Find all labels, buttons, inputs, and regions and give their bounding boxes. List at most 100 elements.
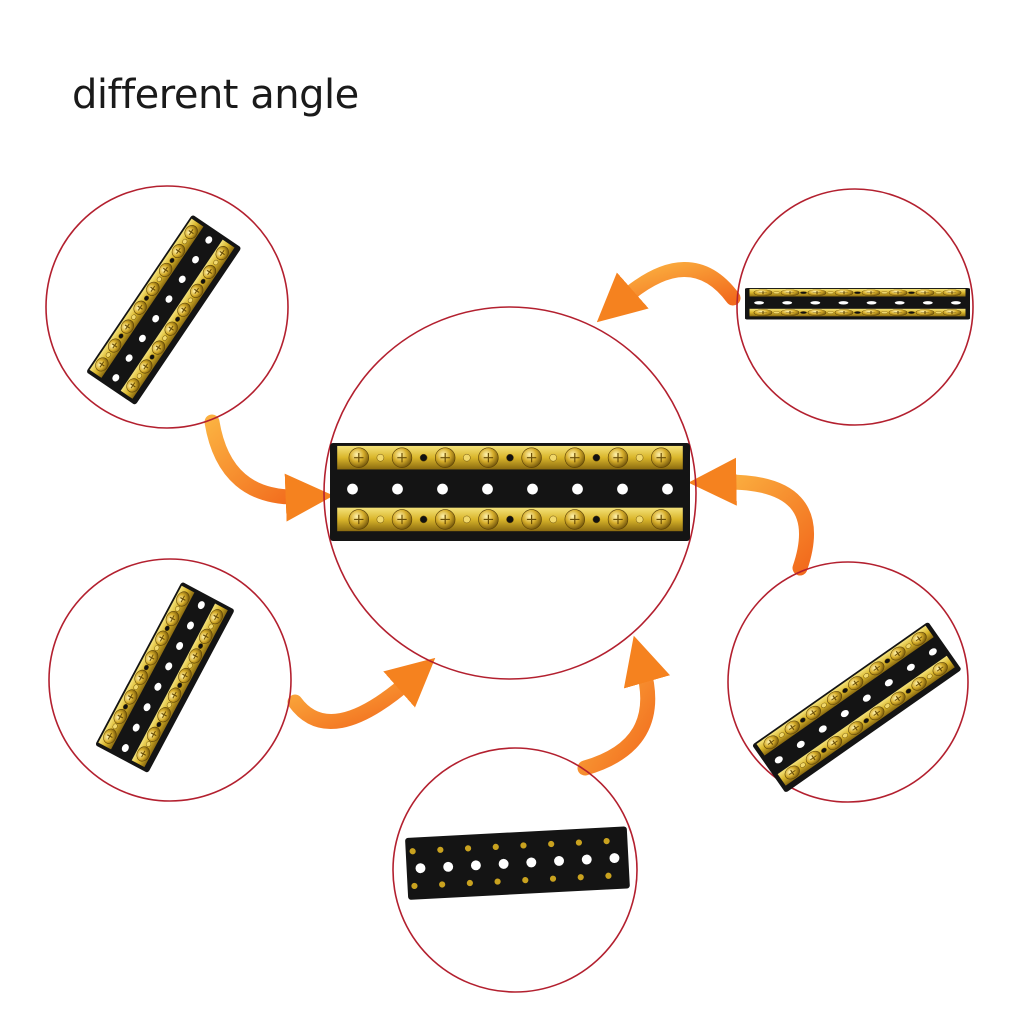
terminal-hole (799, 717, 806, 723)
screw-slot (107, 732, 113, 740)
mount-hole (774, 756, 783, 764)
mount-hole (154, 682, 162, 691)
screw-slot (181, 306, 187, 313)
mount-hole (205, 236, 213, 244)
busbar-base (87, 215, 241, 405)
mount-hole (572, 483, 583, 495)
mount-hole (415, 863, 426, 874)
busbar-base (405, 826, 630, 900)
screw-end (549, 875, 557, 882)
terminal-hole (881, 311, 888, 314)
mount-hole (498, 858, 509, 869)
screw-slot (137, 304, 143, 311)
screw-end (520, 842, 527, 849)
terminal-hole (376, 453, 385, 462)
screw-slot (873, 665, 881, 671)
mount-hole (178, 275, 186, 284)
screw-end (575, 839, 583, 846)
screw-slot (839, 311, 849, 315)
mount-hole (554, 856, 564, 866)
screw-slot (788, 724, 796, 731)
mount-hole (176, 641, 184, 650)
screw-slot (168, 325, 174, 332)
screw-slot (839, 291, 849, 295)
mount-hole (527, 483, 538, 495)
busbar (405, 826, 630, 900)
screw-slot (138, 673, 144, 681)
terminal-hole (123, 703, 129, 710)
busbar (95, 582, 234, 773)
screw-slot (148, 654, 155, 662)
mount-hole (662, 483, 673, 495)
mount-hole (192, 255, 199, 264)
mount-hole (526, 857, 537, 868)
mount-hole (138, 334, 146, 343)
mount-hole (810, 301, 821, 305)
terminal-hole (592, 453, 601, 462)
screw-slot (130, 382, 136, 389)
busbar-base (752, 622, 961, 792)
screw-slot (893, 311, 903, 315)
orange-arrow-icon (577, 635, 671, 776)
screw-end (605, 872, 612, 879)
terminal-hole (164, 625, 170, 632)
terminal-hole (200, 278, 206, 285)
mount-hole (922, 301, 933, 305)
screw-slot (915, 636, 923, 642)
terminal-hole (773, 311, 780, 314)
screw-slot (162, 266, 169, 273)
busbar (87, 215, 241, 405)
screw-end (439, 881, 446, 888)
screw-slot (150, 285, 156, 292)
busbar (752, 622, 961, 792)
terminal-hole (935, 291, 942, 294)
screw-slot (831, 740, 838, 746)
mount-hole (838, 301, 849, 305)
terminal-hole (800, 291, 807, 294)
mount-hole (950, 301, 961, 305)
page-title: different angle (72, 72, 359, 118)
terminal-hole (187, 297, 193, 303)
screw-slot (613, 452, 623, 463)
bottom-back-view-circle (392, 747, 638, 993)
mount-hole (818, 725, 827, 733)
screw-slot (526, 514, 537, 525)
screw-end (437, 846, 444, 853)
screw-slot (180, 595, 186, 603)
terminal-hole (177, 682, 183, 689)
screw-slot (206, 268, 213, 276)
screw-slot (194, 287, 200, 294)
mount-hole (443, 861, 454, 872)
top-left-angled-view-circle (45, 185, 289, 429)
mount-hole (796, 740, 805, 749)
screw-slot (866, 311, 876, 315)
orange-arrow-icon (596, 262, 741, 323)
terminal-hole (419, 453, 428, 462)
terminal-hole (118, 333, 124, 339)
terminal-hole (198, 643, 204, 649)
terminal-hole (549, 453, 557, 462)
screw-slot (213, 613, 220, 621)
terminal-hole (592, 515, 601, 524)
terminal-hole (884, 703, 891, 709)
terminal-hole (149, 354, 155, 360)
screw-slot (758, 291, 768, 295)
terminal-hole (863, 673, 870, 679)
mount-hole (437, 483, 448, 495)
terminal-hole (799, 762, 806, 768)
screw-slot (440, 452, 450, 463)
terminal-hole (208, 623, 214, 630)
mount-hole (906, 663, 915, 671)
mount-hole (152, 315, 160, 323)
terminal-hole (143, 664, 149, 671)
screw-slot (175, 247, 182, 255)
screw-slot (127, 693, 134, 701)
screw-slot (111, 342, 118, 349)
screw-slot (785, 311, 795, 315)
terminal-hole (136, 373, 142, 379)
screw-slot (810, 710, 817, 716)
screw-end (494, 878, 501, 885)
terminal-hole (908, 311, 915, 314)
terminal-hole (463, 453, 471, 462)
